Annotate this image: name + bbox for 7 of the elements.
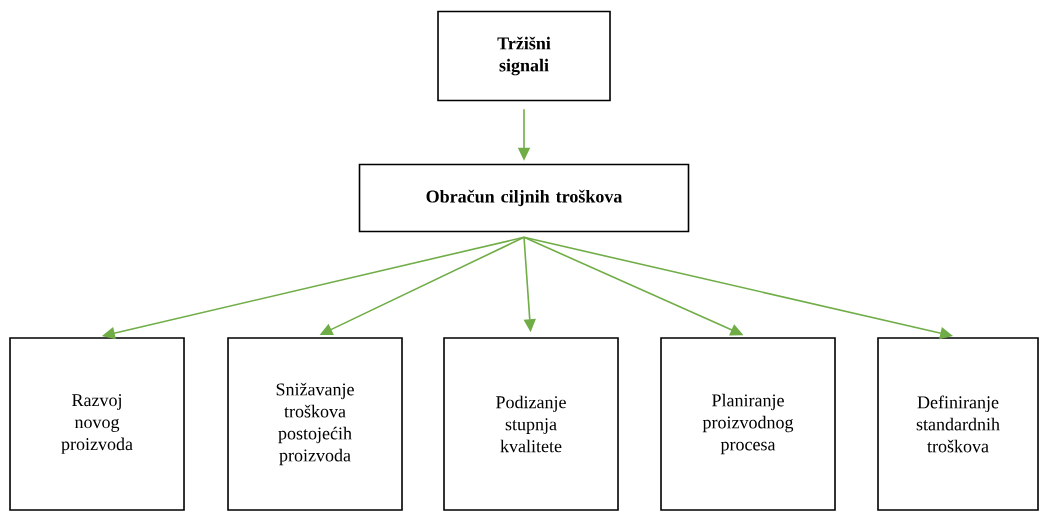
process-box: Planiranje proizvodnog procesa <box>660 337 836 511</box>
title-box: Obračun ciljnih troškova <box>358 163 690 233</box>
process-box: Snižavanje troškova postojećih proizvoda <box>227 337 403 511</box>
title-box: Tržišni signali <box>437 10 611 102</box>
process-box: Podizanje stupnja kvalitete <box>443 337 619 511</box>
process-box: Definiranje standardnih troškova <box>877 337 1039 511</box>
process-box: Razvoj novog proizvoda <box>9 337 185 511</box>
